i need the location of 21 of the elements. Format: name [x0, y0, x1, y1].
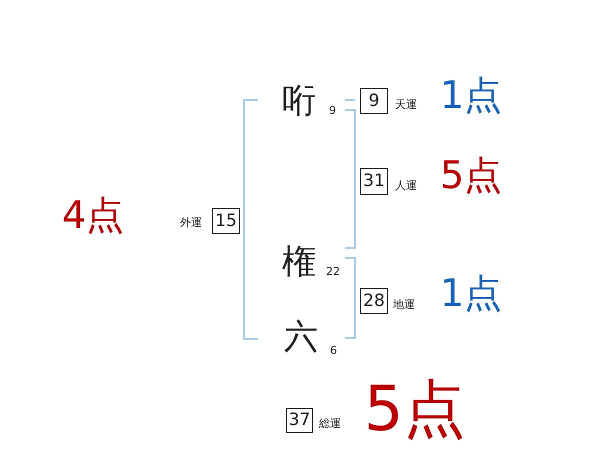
- fortune-score: 5点: [440, 156, 502, 194]
- name-character: 権: [282, 245, 316, 279]
- name-character: 六: [284, 320, 318, 354]
- stroke-total-box: 9: [360, 88, 388, 114]
- fortune-name: 総運: [319, 418, 341, 429]
- stroke-total-box: 28: [360, 288, 388, 314]
- fortune-score: 1点: [440, 76, 502, 114]
- stroke-count: 9: [329, 105, 336, 116]
- stroke-total-box: 31: [360, 168, 388, 195]
- stroke-total-box: 15: [212, 208, 240, 234]
- fortune-score: 1点: [440, 274, 502, 312]
- stroke-count: 22: [326, 266, 340, 277]
- fortune-score: 5点: [364, 378, 466, 440]
- fortune-name: 地運: [393, 299, 415, 310]
- stroke-total-box: 37: [286, 408, 313, 433]
- stroke-count: 6: [330, 345, 337, 356]
- fortune-score: 4点: [62, 196, 124, 234]
- fortune-name: 外運: [180, 217, 202, 228]
- name-character: 哘: [282, 84, 316, 118]
- fortune-name: 天運: [395, 99, 417, 110]
- fortune-name: 人運: [395, 180, 417, 191]
